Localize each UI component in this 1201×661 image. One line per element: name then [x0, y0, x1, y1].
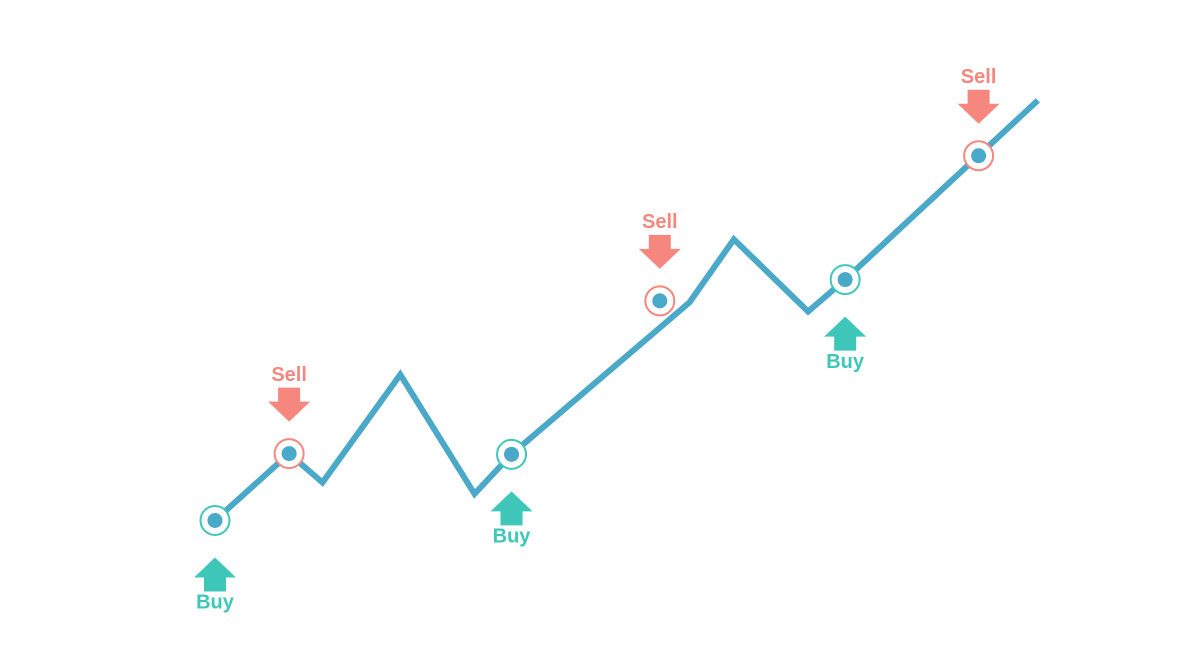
sell-arrow-down-icon [638, 234, 681, 269]
signal-point [504, 446, 520, 462]
series-layer [212, 98, 1040, 523]
sell-signal-2: Sell [268, 364, 311, 470]
buy-arrow-up-icon [193, 557, 236, 592]
signal-point [281, 446, 297, 462]
buy-arrow-up-icon [490, 491, 533, 526]
buy-label: Buy [826, 351, 865, 373]
price-line [212, 98, 1040, 523]
signal-point [971, 148, 987, 164]
sell-label: Sell [642, 211, 678, 233]
sell-signal-4: Sell [638, 211, 681, 317]
buy-signal-3: Buy [490, 438, 533, 548]
signal-point [837, 272, 853, 288]
buy-label: Buy [196, 592, 235, 614]
sell-arrow-down-icon [268, 387, 311, 422]
buy-label: Buy [493, 526, 532, 548]
buy-signal-5: Buy [824, 264, 867, 373]
signal-point [207, 512, 223, 528]
sell-label: Sell [961, 66, 997, 88]
buy-arrow-up-icon [824, 316, 867, 351]
buy-signal-1: Buy [193, 504, 236, 614]
signal-point [652, 293, 668, 309]
sell-signal-6: Sell [957, 66, 1000, 172]
sell-label: Sell [271, 364, 307, 386]
sell-arrow-down-icon [957, 89, 1000, 124]
